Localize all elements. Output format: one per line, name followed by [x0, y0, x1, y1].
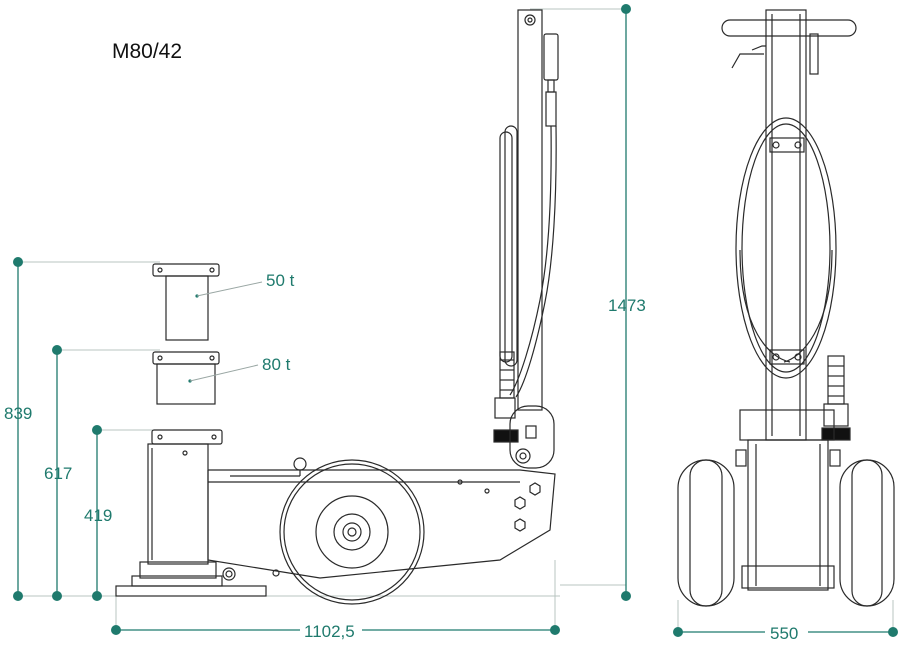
dim-label-839: 839 — [4, 404, 32, 423]
dim-label-550: 550 — [770, 624, 798, 643]
capacity-label-80t: 80 t — [262, 355, 291, 374]
dimension-endpoints — [13, 4, 898, 637]
dim-label-1473: 1473 — [608, 296, 646, 315]
extension-50t — [152, 263, 220, 341]
jack-front-view — [677, 9, 895, 607]
extension-80t — [152, 351, 220, 405]
capacity-label-50t: 50 t — [266, 271, 295, 290]
jack-side-view — [115, 9, 559, 605]
dim-label-419: 419 — [84, 506, 112, 525]
leader-80t — [189, 364, 259, 382]
leader-50t — [196, 281, 263, 297]
dimension-lines — [18, 8, 894, 632]
model-title: M80/42 — [112, 40, 183, 63]
dimension-axes — [17, 9, 893, 633]
dim-label-617: 617 — [44, 464, 72, 483]
dim-label-1102: 1102,5 — [304, 622, 355, 641]
